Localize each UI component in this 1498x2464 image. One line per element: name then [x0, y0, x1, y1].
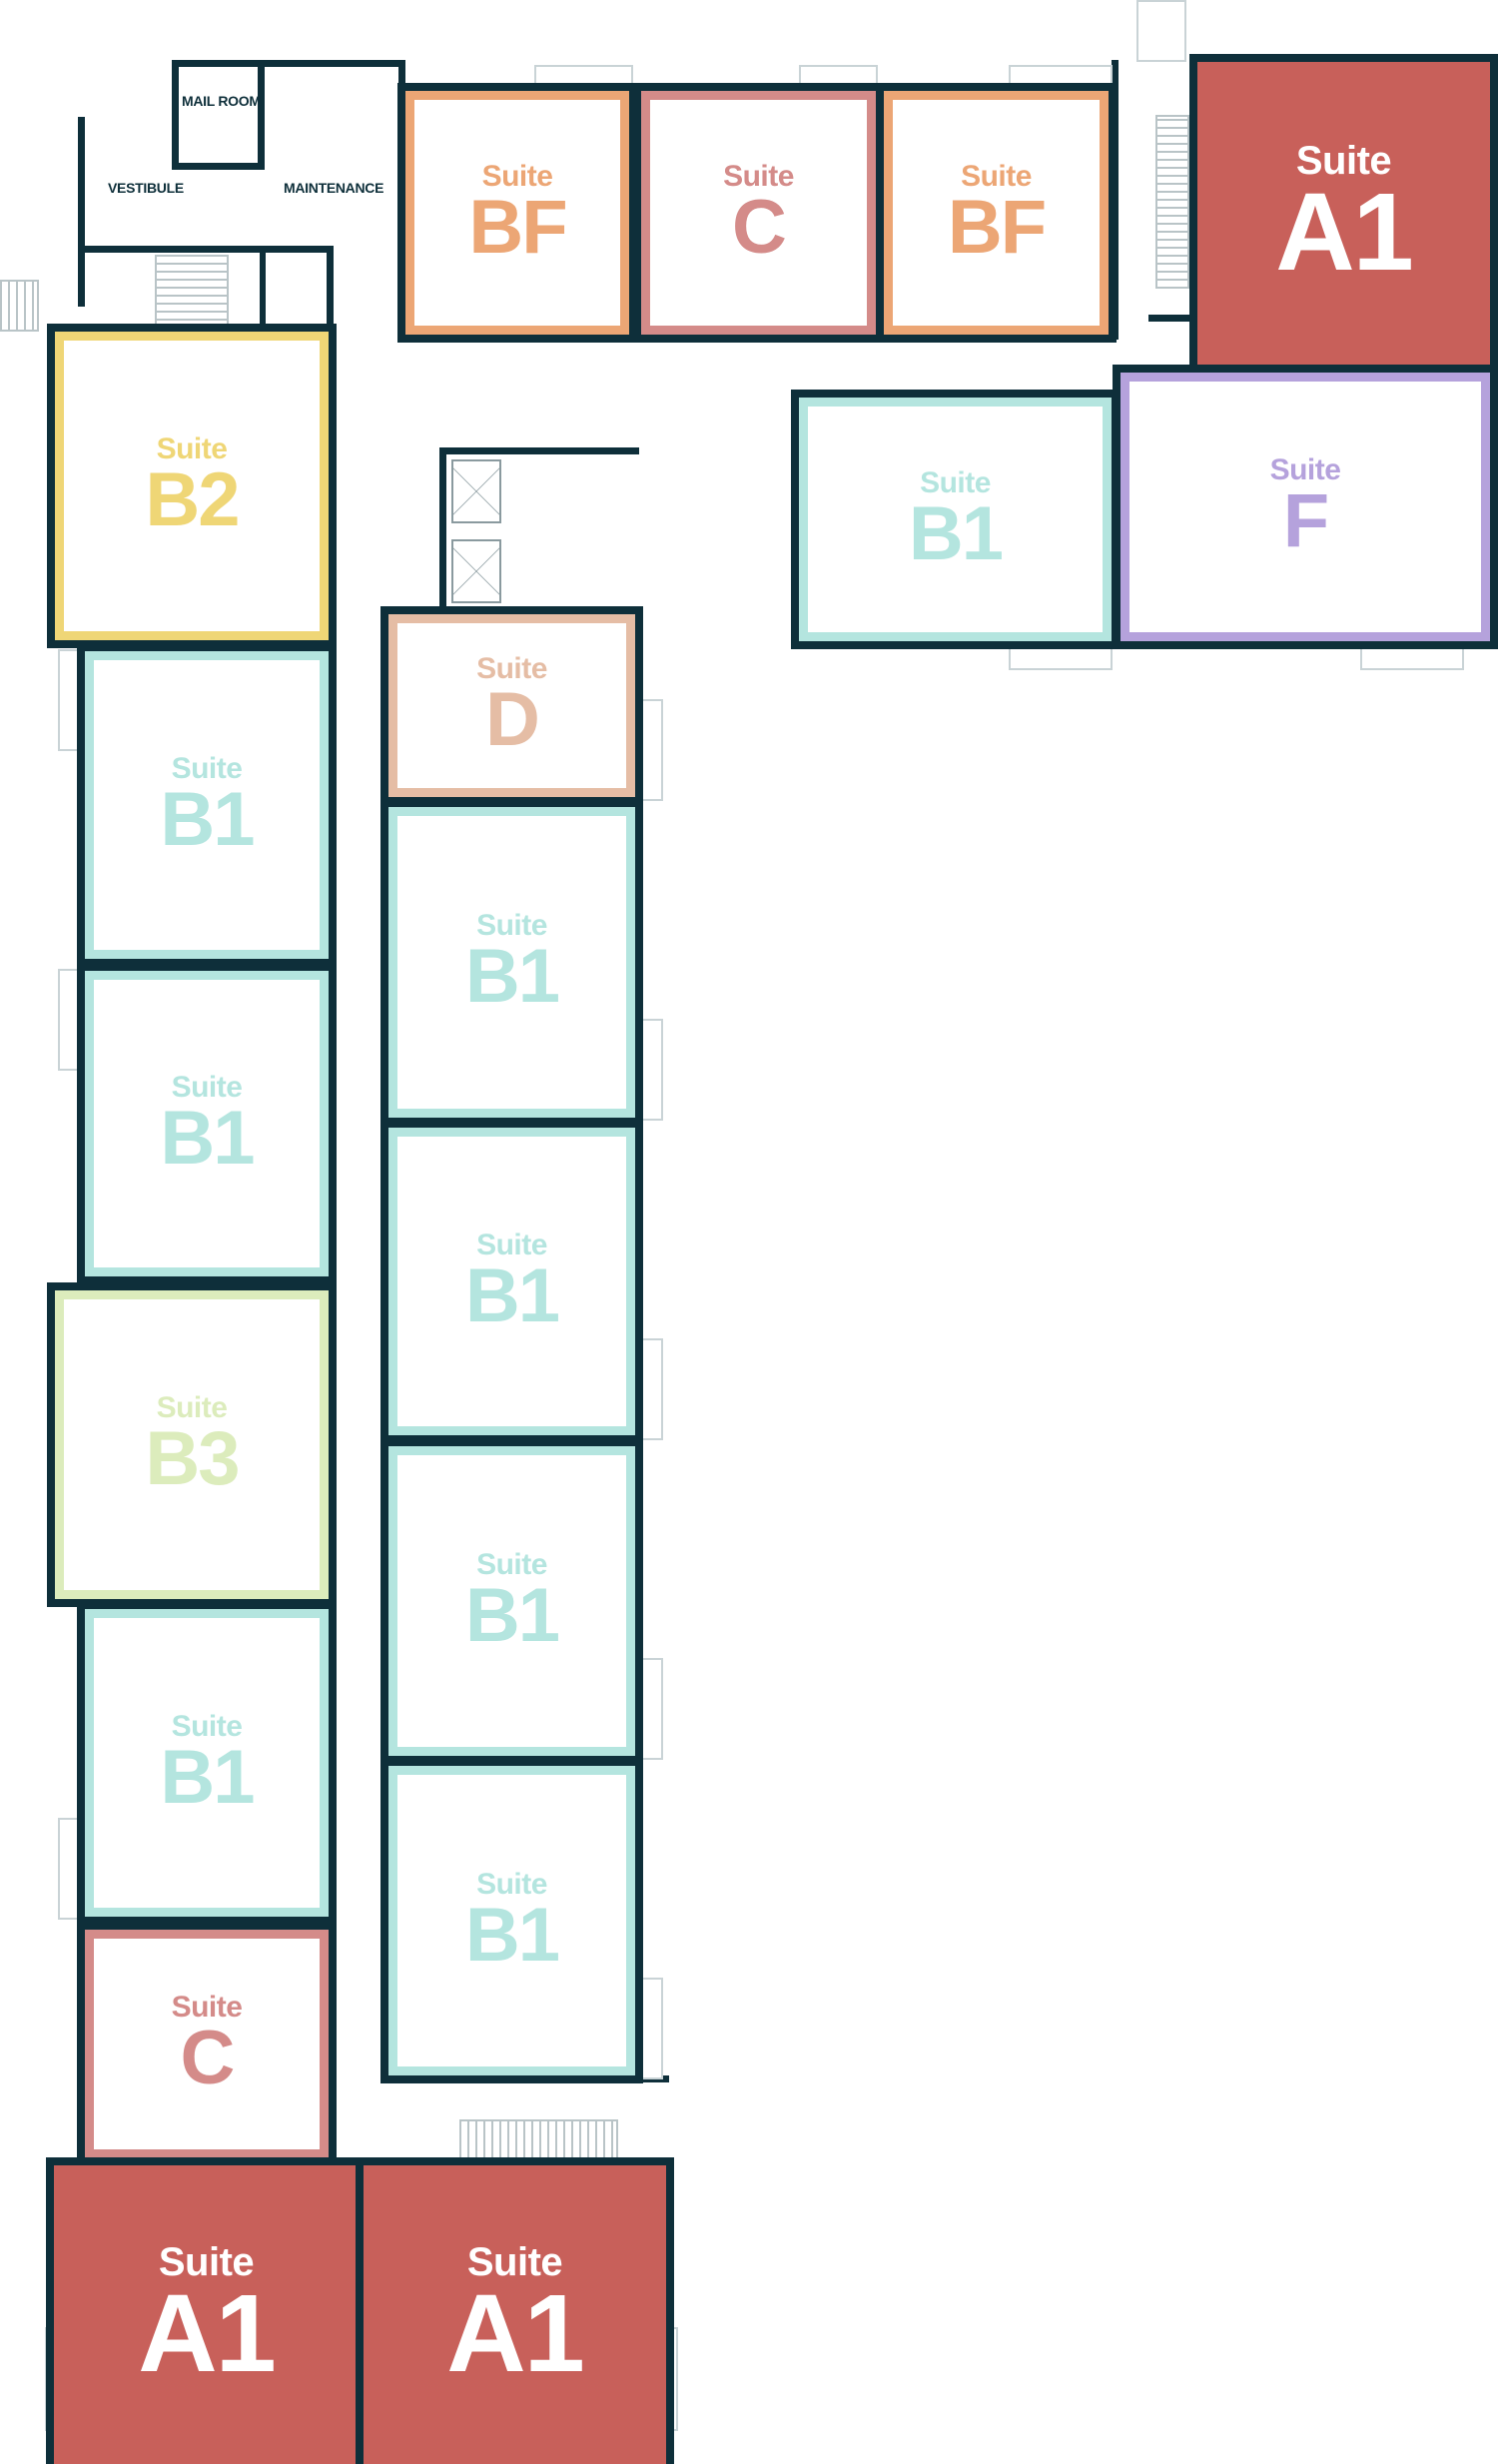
wall: [78, 246, 334, 253]
suite-label: B1: [464, 1572, 560, 1658]
wall: [78, 117, 85, 307]
suite-word: Suite: [920, 465, 991, 499]
stairs: [1155, 115, 1189, 289]
suite-label: B3: [145, 1416, 240, 1502]
wall: [404, 2075, 669, 2082]
suite-word: Suite: [1269, 453, 1341, 487]
mail-room-label: MAIL ROOM: [182, 93, 261, 109]
wall: [439, 447, 639, 454]
stairs: [459, 2119, 618, 2159]
suite-label: C: [180, 2016, 236, 2101]
exterior-steps: [0, 280, 39, 332]
suite-word: Suite: [476, 1228, 547, 1261]
wall: [1112, 60, 1119, 340]
vestibule-label: VESTIBULE: [108, 180, 184, 196]
suite-label: A1: [138, 2272, 277, 2396]
suite-label: B2: [145, 457, 240, 543]
suite-word: Suite: [171, 1991, 243, 2025]
stairs: [155, 255, 229, 329]
suite-word: Suite: [156, 1391, 228, 1425]
wall: [327, 246, 334, 331]
suite-word: Suite: [961, 159, 1032, 193]
suite-label: C: [732, 184, 787, 270]
suite-label: B1: [908, 490, 1004, 576]
suite-label: B1: [464, 1252, 560, 1338]
suite-word: Suite: [1295, 139, 1392, 184]
wall: [439, 447, 446, 617]
wall: [258, 60, 265, 170]
suite-label: B1: [160, 776, 255, 862]
suite-word: Suite: [723, 159, 794, 193]
suite-label: BF: [947, 184, 1047, 270]
suite-word: Suite: [171, 751, 243, 785]
wall: [78, 326, 334, 333]
suite-word: Suite: [476, 1547, 547, 1581]
wall: [172, 163, 265, 170]
wall: [172, 60, 179, 170]
wall: [398, 60, 405, 100]
elevator: [451, 539, 501, 603]
suite-label: F: [1282, 478, 1329, 564]
suite-label: A1: [446, 2272, 585, 2396]
suite-label: BF: [468, 184, 567, 270]
suite-word: Suite: [476, 1867, 547, 1901]
suite-label: B1: [160, 1095, 255, 1181]
wall: [1148, 315, 1193, 322]
suite-word: Suite: [171, 1709, 243, 1743]
suite-word: Suite: [171, 1070, 243, 1104]
suite-word: Suite: [156, 432, 228, 466]
suite-label: B1: [464, 1892, 560, 1978]
suite-label: B1: [464, 934, 560, 1020]
suite-word: Suite: [476, 652, 547, 686]
suite-label: A1: [1275, 171, 1414, 295]
elevator: [451, 459, 501, 523]
suite-word: Suite: [158, 2240, 255, 2285]
wall: [260, 246, 266, 331]
suite-word: Suite: [466, 2240, 563, 2285]
wall: [172, 60, 401, 67]
suite-label: D: [485, 677, 540, 763]
suite-label: B1: [160, 1734, 255, 1820]
balcony: [1136, 0, 1186, 62]
maintenance-label: MAINTENANCE: [284, 180, 384, 196]
suite-word: Suite: [476, 909, 547, 943]
suite-word: Suite: [481, 159, 553, 193]
